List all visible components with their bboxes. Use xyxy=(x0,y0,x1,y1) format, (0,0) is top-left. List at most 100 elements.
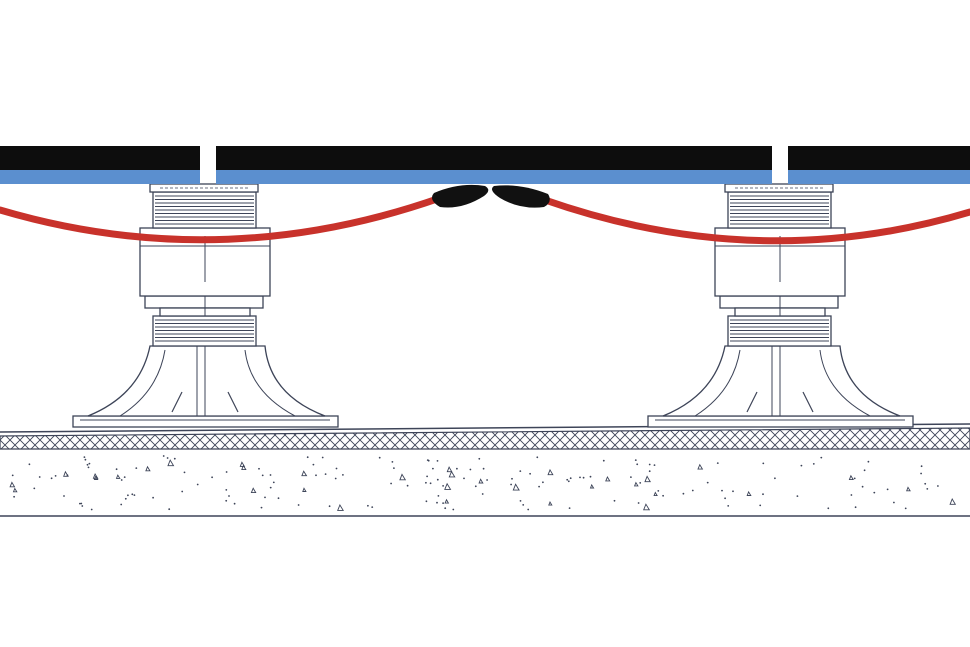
screed-aggregate xyxy=(9,455,957,511)
aggregate-dot xyxy=(367,504,369,507)
aggregate-dot xyxy=(469,468,472,471)
aggregate-dot xyxy=(478,457,481,460)
aggregate-dot xyxy=(759,504,762,507)
pedestal-head xyxy=(724,183,834,193)
aggregate-dot xyxy=(133,494,136,496)
pedestal-foot xyxy=(87,345,326,417)
aggregate-stone xyxy=(167,459,175,467)
aggregate-dot xyxy=(225,499,228,502)
aggregate-stone xyxy=(115,474,121,479)
aggregate-stone xyxy=(301,470,308,477)
aggregate-dot xyxy=(820,456,823,459)
aggregate-dot xyxy=(481,493,484,495)
aggregate-stone xyxy=(302,487,307,492)
aggregate-dot xyxy=(527,508,530,511)
aggregate-stone xyxy=(337,504,345,511)
aggregate-stone xyxy=(446,466,453,473)
aggregate-dot xyxy=(81,505,84,507)
aggregate-dot xyxy=(225,489,228,491)
aggregate-dot xyxy=(873,491,876,494)
aggregate-dot xyxy=(124,497,127,500)
aggregate-dot xyxy=(196,483,199,486)
aggregate-dot xyxy=(721,489,723,492)
aggregate-dot xyxy=(88,462,91,465)
aggregate-dot xyxy=(120,503,123,506)
aggregate-dot xyxy=(233,502,236,505)
aggregate-stone xyxy=(746,490,752,496)
aggregate-dot xyxy=(436,460,439,462)
aggregate-dot xyxy=(28,463,31,466)
aggregate-dot xyxy=(538,485,540,488)
aggregate-dot xyxy=(861,485,864,488)
aggregate-stone xyxy=(92,472,99,479)
aggregate-stone xyxy=(653,491,658,497)
aggregate-stone xyxy=(548,500,553,506)
floor-tiles xyxy=(0,146,970,170)
aggregate-dot xyxy=(511,477,513,480)
aggregate-dot xyxy=(426,475,428,478)
aggregate-stone xyxy=(949,497,957,505)
cable-connector xyxy=(432,184,550,208)
aggregate-stone xyxy=(444,482,452,490)
cable-left-span xyxy=(0,194,444,244)
aggregate-dot xyxy=(762,493,764,496)
aggregate-dot xyxy=(315,474,317,477)
aggregate-dot xyxy=(152,496,155,499)
aggregate-dot xyxy=(335,467,338,470)
aggregate-stone xyxy=(547,468,554,476)
aggregate-dot xyxy=(937,485,939,487)
aggregate-dot xyxy=(630,476,632,478)
aggregate-dot xyxy=(727,505,730,507)
aggregate-dot xyxy=(429,482,432,485)
aggregate-dot xyxy=(691,489,694,492)
aggregate-dot xyxy=(920,472,922,475)
aggregate-dot xyxy=(519,500,522,502)
pedestal-base-plate xyxy=(72,415,339,428)
aggregate-dot xyxy=(228,495,230,497)
aggregate-dot xyxy=(425,481,427,484)
pedestal-foot-rib-left xyxy=(694,349,741,417)
aggregate-dot xyxy=(80,502,83,505)
aggregate-dot xyxy=(13,495,16,498)
aggregate-dot xyxy=(637,502,640,504)
aggregate-dot xyxy=(260,506,263,509)
aggregate-dot xyxy=(269,474,272,476)
aggregate-dot xyxy=(657,490,660,492)
adjustable-pedestal-left xyxy=(72,183,339,428)
aggregate-dot xyxy=(442,502,444,504)
aggregate-dot xyxy=(444,507,447,510)
connector-left-half xyxy=(432,184,489,208)
aggregate-dot xyxy=(342,474,344,476)
aggregate-dot xyxy=(173,457,176,460)
aggregate-dot xyxy=(893,501,895,504)
aggregate-dot xyxy=(393,467,395,469)
pedestal-collar xyxy=(144,295,264,309)
aggregate-stone xyxy=(250,487,257,494)
aggregate-dot xyxy=(724,497,726,500)
aggregate-dot xyxy=(378,456,381,459)
aggregate-dot xyxy=(762,462,765,465)
aggregate-dot xyxy=(50,477,53,480)
aggregate-dot xyxy=(225,471,228,473)
pedestal-foot xyxy=(662,345,901,417)
aggregate-dot xyxy=(432,467,434,470)
aggregate-dot xyxy=(54,475,57,477)
aggregate-stone xyxy=(444,498,450,504)
adjustable-pedestal-right xyxy=(647,183,914,428)
heating-cable xyxy=(0,194,970,245)
aggregate-dot xyxy=(306,456,309,459)
underlay-segment-3 xyxy=(788,170,970,184)
pedestal-foot-tab-left xyxy=(746,391,758,413)
aggregate-stone xyxy=(239,461,246,467)
aggregate-dot xyxy=(334,477,337,480)
aggregate-dot xyxy=(371,506,374,508)
aggregate-dot xyxy=(854,506,857,509)
aggregate-dot xyxy=(436,478,439,481)
aggregate-dot xyxy=(90,508,93,511)
aggregate-dot xyxy=(321,456,324,459)
aggregate-dot xyxy=(391,461,394,463)
aggregate-dot xyxy=(264,496,266,499)
aggregate-dot xyxy=(648,470,651,473)
aggregate-dot xyxy=(33,487,36,490)
